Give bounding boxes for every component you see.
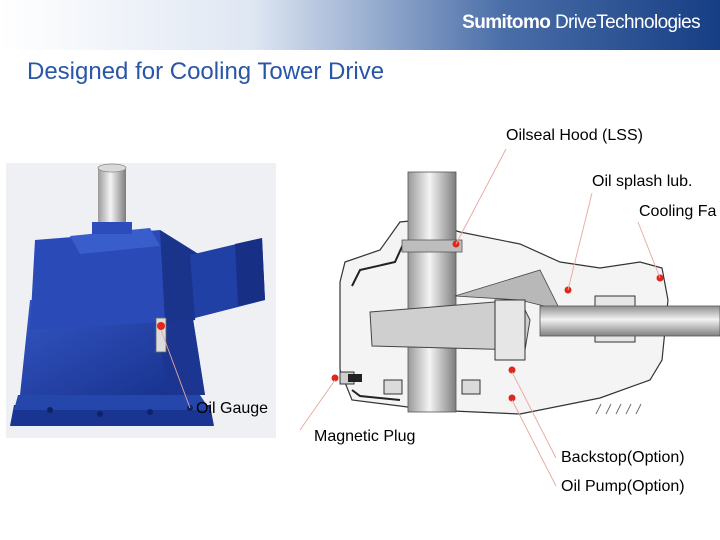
marker-oil-pump: [508, 394, 516, 402]
callout-cooling-fan: Cooling Fa: [639, 203, 717, 220]
callout-oil-gauge: Oil Gauge: [196, 400, 269, 417]
leader-lines: [160, 148, 661, 487]
brand-logo: Sumitomo DriveTechnologies: [462, 12, 700, 33]
gearbox-photo: [6, 163, 276, 438]
header-band: [0, 0, 720, 50]
page-title: Designed for Cooling Tower Drive: [27, 58, 385, 85]
marker-backstop: [508, 366, 516, 374]
callout-oilseal-hood: Oilseal Hood (LSS): [506, 127, 643, 144]
callout-oil-pump: Oil Pump(Option): [561, 478, 685, 495]
callout-magnetic-plug: Magnetic Plug: [314, 428, 416, 445]
callout-oil-splash: Oil splash lub.: [592, 173, 693, 190]
cutaway-drawing: [331, 171, 720, 415]
marker-magnetic-plug: [331, 374, 339, 382]
callout-backstop: Backstop(Option): [561, 449, 685, 466]
